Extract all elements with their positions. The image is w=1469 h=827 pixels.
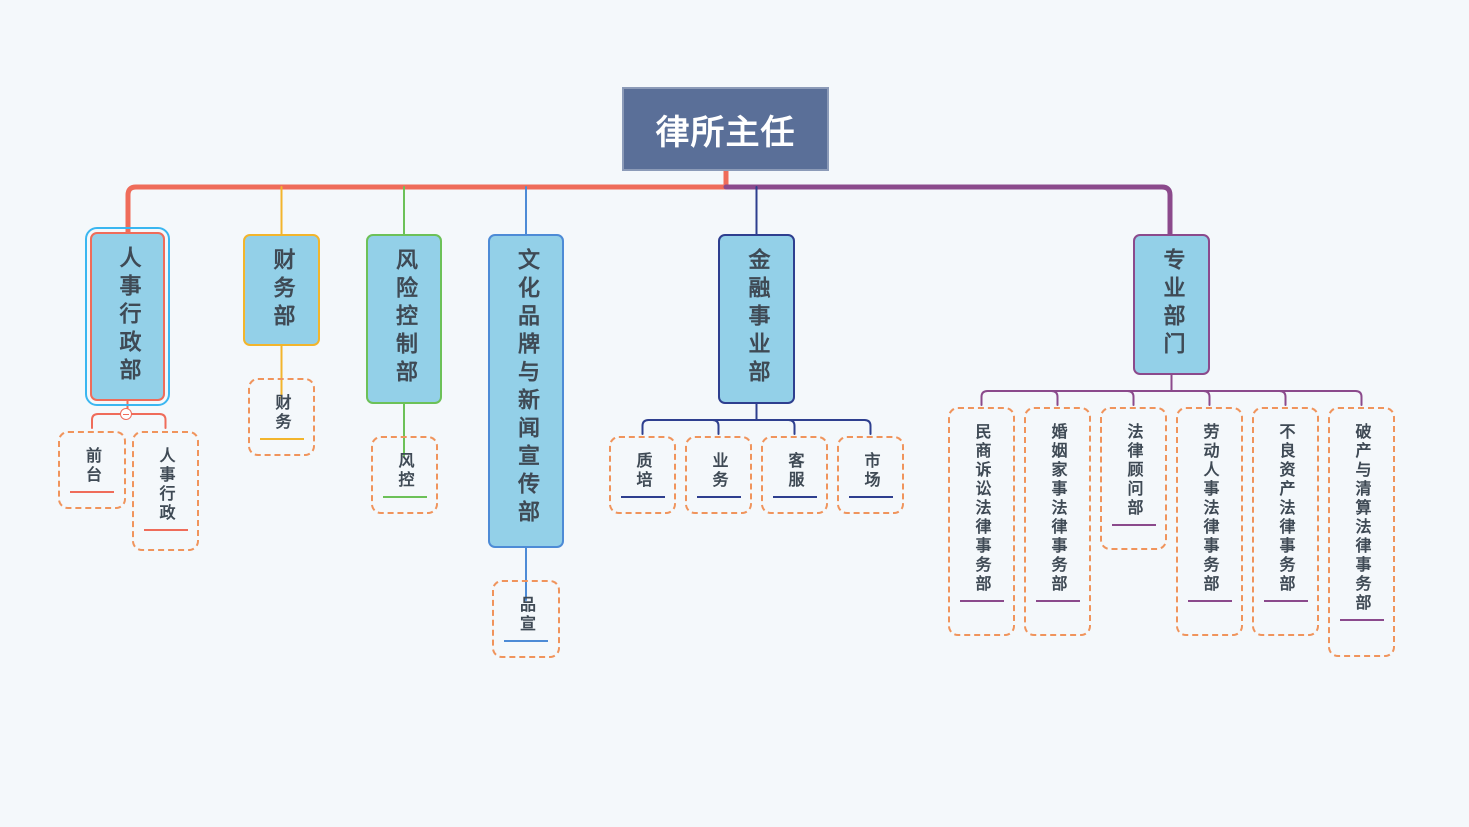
sub-node-label: 婚姻家事法律事务部: [1048, 423, 1068, 594]
sub-node-label: 破产与清算法律事务部: [1352, 423, 1372, 613]
sub-node-label: 风控: [395, 452, 415, 490]
sub-node-label: 人事行政: [156, 447, 176, 523]
child-branch-line: [711, 419, 720, 435]
sub-node-underline: [1035, 600, 1080, 602]
child-branch-line: [1202, 390, 1211, 406]
sub-node-professional[interactable]: 劳动人事法律事务部: [1176, 407, 1243, 636]
sub-node-label: 市场: [861, 452, 881, 490]
child-branch-line: [1126, 390, 1135, 406]
sub-node-professional[interactable]: 法律顾问部: [1100, 407, 1167, 550]
sub-node-underline: [848, 496, 893, 498]
dept-node-professional[interactable]: 专业部门: [1133, 234, 1210, 375]
sub-node-professional[interactable]: 破产与清算法律事务部: [1328, 407, 1395, 657]
sub-node-label: 不良资产法律事务部: [1276, 423, 1296, 594]
sub-node-professional[interactable]: 民商诉讼法律事务部: [948, 407, 1015, 636]
dept-node-financial_business[interactable]: 金融事业部: [718, 234, 795, 404]
sub-node-culture[interactable]: 品宣: [492, 580, 560, 658]
dept-node-risk[interactable]: 风险控制部: [366, 234, 442, 404]
child-bar-line: [980, 390, 1363, 406]
sub-node-label: 劳动人事法律事务部: [1200, 423, 1220, 594]
trunk-line-left: [125, 184, 729, 235]
sub-node-underline: [1111, 524, 1156, 526]
sub-node-financial_business[interactable]: 市场: [837, 436, 904, 514]
sub-node-finance[interactable]: 财务: [248, 378, 315, 456]
sub-node-label: 质培: [633, 452, 653, 490]
sub-node-underline: [1263, 600, 1308, 602]
dept-node-finance[interactable]: 财务部: [243, 234, 320, 346]
sub-node-underline: [143, 529, 188, 531]
sub-node-label: 品宣: [517, 596, 536, 634]
sub-node-hr[interactable]: 前台: [58, 431, 126, 509]
sub-node-label: 客服: [785, 452, 805, 490]
sub-node-professional[interactable]: 不良资产法律事务部: [1252, 407, 1319, 636]
sub-node-professional[interactable]: 婚姻家事法律事务部: [1024, 407, 1091, 636]
root-node[interactable]: 律所主任: [622, 87, 829, 171]
child-bar-line: [641, 419, 872, 435]
sub-node-underline: [772, 496, 817, 498]
sub-node-label: 业务: [709, 452, 729, 490]
sub-node-financial_business[interactable]: 客服: [761, 436, 828, 514]
sub-node-underline: [696, 496, 741, 498]
dept-node-hr[interactable]: 人事行政部: [85, 227, 170, 406]
collapse-icon[interactable]: [120, 408, 132, 420]
sub-node-underline: [70, 491, 114, 493]
sub-node-financial_business[interactable]: 业务: [685, 436, 752, 514]
sub-node-underline: [382, 496, 427, 498]
sub-node-label: 法律顾问部: [1124, 423, 1144, 518]
child-branch-line: [1278, 390, 1287, 406]
sub-node-label: 前台: [83, 447, 102, 485]
sub-node-label: 财务: [272, 394, 292, 432]
dept-node-culture[interactable]: 文化品牌与新闻宣传部: [488, 234, 564, 548]
sub-node-underline: [1339, 619, 1384, 621]
sub-node-underline: [1187, 600, 1232, 602]
sub-node-label: 民商诉讼法律事务部: [972, 423, 992, 594]
trunk-line-right: [723, 184, 1173, 237]
sub-node-underline: [959, 600, 1004, 602]
sub-node-risk[interactable]: 风控: [371, 436, 438, 514]
sub-node-underline: [259, 438, 304, 440]
sub-node-hr[interactable]: 人事行政: [132, 431, 199, 551]
sub-node-underline: [504, 640, 548, 642]
sub-node-financial_business[interactable]: 质培: [609, 436, 676, 514]
child-branch-line: [787, 419, 796, 435]
child-branch-line: [1050, 390, 1059, 406]
sub-node-underline: [620, 496, 665, 498]
